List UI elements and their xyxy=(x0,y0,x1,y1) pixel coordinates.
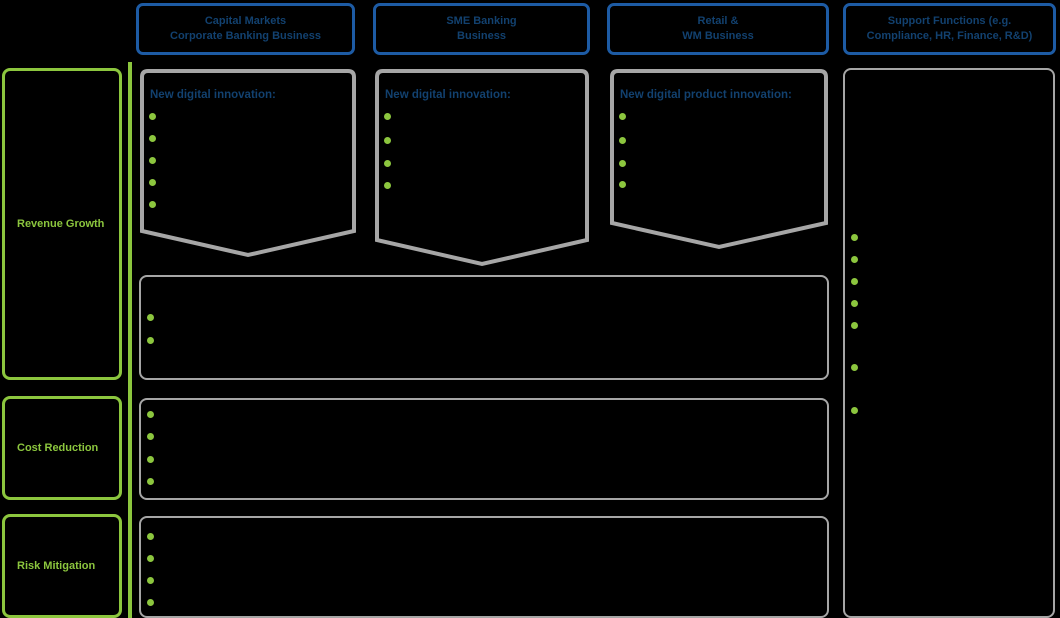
initiative-box-title-sme-banking: New digital innovation: xyxy=(385,89,511,101)
column-header-retail-wm[interactable]: Retail & WM Business xyxy=(607,3,829,55)
bullet-marker xyxy=(619,181,626,188)
bullet-marker xyxy=(619,160,626,167)
bullet-marker xyxy=(147,533,154,540)
bullet-marker xyxy=(384,137,391,144)
cross-business-box-risk-mitigation[interactable] xyxy=(139,516,829,618)
cross-business-box-cost-reduction[interactable] xyxy=(139,398,829,500)
column-header-line-2: Business xyxy=(457,30,506,42)
bullet-marker xyxy=(147,555,154,562)
bullet-marker xyxy=(147,456,154,463)
column-header-support-functions[interactable]: Support Functions (e.g. Compliance, HR, … xyxy=(843,3,1056,55)
chevron-outline-shape xyxy=(140,69,356,258)
bullet-marker xyxy=(384,113,391,120)
bullet-marker xyxy=(384,160,391,167)
bullet-marker xyxy=(619,137,626,144)
bullet-marker xyxy=(149,179,156,186)
column-header-line-2: Corporate Banking Business xyxy=(170,30,321,42)
cross-business-box-revenue-growth[interactable] xyxy=(139,275,829,380)
initiative-box-capital-markets[interactable] xyxy=(139,68,357,258)
objective-pill-cost-reduction[interactable]: Cost Reduction xyxy=(2,396,122,500)
bullet-marker xyxy=(147,314,154,321)
initiative-box-title-capital-markets: New digital innovation: xyxy=(150,89,276,101)
initiative-box-sme-banking[interactable] xyxy=(374,68,590,267)
bullet-marker xyxy=(147,337,154,344)
bullet-marker xyxy=(851,300,858,307)
bullet-marker xyxy=(851,234,858,241)
bullet-marker xyxy=(619,113,626,120)
bullet-marker xyxy=(147,577,154,584)
bullet-marker xyxy=(851,278,858,285)
bullet-marker xyxy=(384,182,391,189)
objective-label: Revenue Growth xyxy=(17,218,105,230)
bullet-marker xyxy=(147,478,154,485)
support-functions-panel[interactable] xyxy=(843,68,1055,618)
bullet-marker xyxy=(149,135,156,142)
bullet-marker xyxy=(851,407,858,414)
chevron-outline-shape xyxy=(375,69,589,267)
bullet-marker xyxy=(149,201,156,208)
bullet-marker xyxy=(851,364,858,371)
initiative-box-title-retail-wm: New digital product innovation: xyxy=(620,89,792,101)
column-header-line-1: Support Functions (e.g. xyxy=(887,15,1012,28)
bullet-marker xyxy=(149,113,156,120)
bullet-marker xyxy=(147,433,154,440)
column-header-line-1: SME Banking xyxy=(446,15,517,28)
chevron-outline-shape xyxy=(610,69,828,250)
column-header-line-1: Retail & xyxy=(697,15,739,28)
objective-pill-risk-mitigation[interactable]: Risk Mitigation xyxy=(2,514,122,618)
column-header-line-2: WM Business xyxy=(682,30,754,42)
bullet-marker xyxy=(149,157,156,164)
objective-label: Risk Mitigation xyxy=(17,560,96,572)
objective-divider-rail xyxy=(128,62,132,618)
objective-pill-revenue-growth[interactable]: Revenue Growth xyxy=(2,68,122,380)
initiative-box-retail-wm[interactable] xyxy=(609,68,829,250)
objective-label: Cost Reduction xyxy=(17,442,99,454)
column-header-sme-banking[interactable]: SME Banking Business xyxy=(373,3,590,55)
bullet-marker xyxy=(851,322,858,329)
bullet-marker xyxy=(851,256,858,263)
bullet-marker xyxy=(147,599,154,606)
bullet-marker xyxy=(147,411,154,418)
column-header-capital-markets[interactable]: Capital Markets Corporate Banking Busine… xyxy=(136,3,355,55)
column-header-line-1: Capital Markets xyxy=(204,15,287,28)
column-header-line-2: Compliance, HR, Finance, R&D) xyxy=(866,30,1033,42)
